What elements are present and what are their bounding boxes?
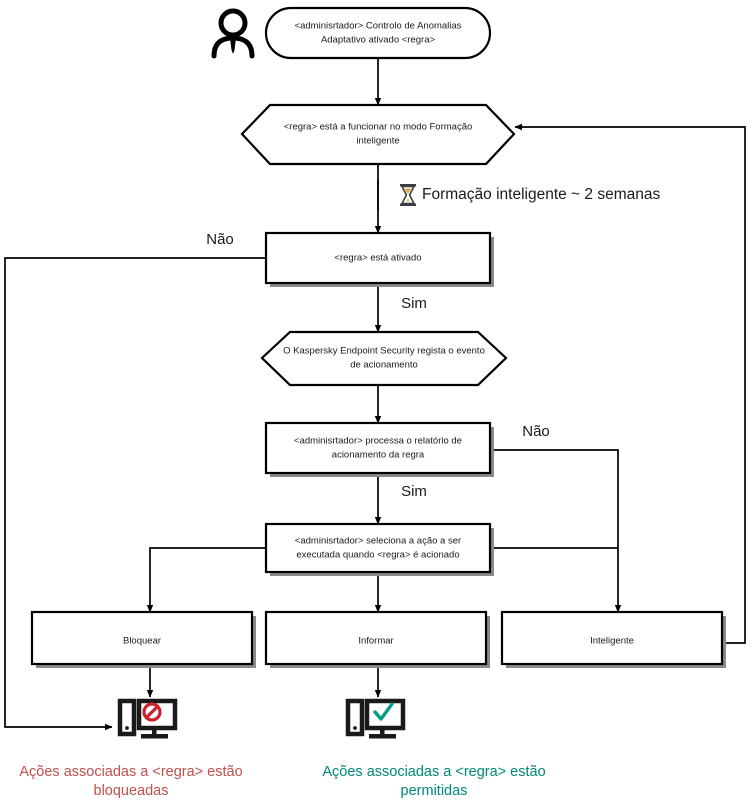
node-kes-line1: O Kaspersky Endpoint Security regista o …	[283, 346, 485, 357]
node-action-inform-label: Informar	[358, 636, 393, 647]
hourglass-icon	[400, 184, 416, 206]
node-start: <adminisrtador> Controlo de Anomalias Ad…	[264, 6, 492, 60]
edge-report-no-to-smart	[490, 449, 622, 613]
monitor-blocked-icon	[117, 698, 178, 739]
node-select-line2: executada quando <regra> é acionado	[296, 550, 459, 561]
edge-select-to-block	[146, 547, 266, 613]
node-training-line1: <regra> está a funcionar no modo Formaçã…	[284, 122, 473, 133]
node-select-line1: <adminisrtador> seleciona a ação a ser	[295, 536, 461, 547]
node-action-inform: Informar	[264, 610, 490, 668]
edge-smart-loop-back	[514, 123, 746, 644]
note-training-duration: Formação inteligente ~ 2 semanas	[377, 180, 660, 210]
monitor-allowed-icon	[345, 698, 406, 739]
node-admin-selects-action: <adminisrtador> seleciona a ação a ser e…	[264, 522, 494, 576]
edge-label-enabled-yes: Sim	[401, 295, 427, 312]
node-training-line2: inteligente	[356, 136, 399, 147]
connectors	[4, 58, 746, 731]
caption-allowed-line2: permitidas	[401, 783, 468, 799]
edge-label-enabled-no: Não	[206, 231, 234, 248]
node-kes-logs-event: O Kaspersky Endpoint Security regista o …	[260, 330, 508, 387]
node-smart-training-mode: <regra> está a funcionar no modo Formaçã…	[240, 103, 516, 166]
node-action-block-label: Bloquear	[123, 636, 161, 647]
node-report-line2: acionamento da regra	[332, 450, 425, 461]
node-action-block: Bloquear	[30, 610, 256, 668]
caption-blocked-line1: Ações associadas a <regra> estão	[19, 764, 242, 780]
caption-allowed-line1: Ações associadas a <regra> estão	[322, 764, 545, 780]
caption-allowed: Ações associadas a <regra> estão permiti…	[322, 764, 545, 799]
caption-blocked: Ações associadas a <regra> estão bloquea…	[19, 764, 242, 799]
person-icon	[211, 8, 255, 59]
node-action-smart: Inteligente	[500, 610, 726, 668]
edge-label-report-yes: Sim	[401, 483, 427, 500]
node-kes-line2: de acionamento	[350, 360, 418, 371]
node-rule-enabled: <regra> está ativado	[264, 231, 494, 287]
caption-blocked-line2: bloqueadas	[94, 783, 169, 799]
edge-label-report-no: Não	[522, 423, 550, 440]
node-rule-enabled-label: <regra> está ativado	[334, 253, 421, 264]
edge-enabled-no-to-blocked	[4, 257, 266, 731]
node-start-line2: Adaptativo ativado <regra>	[321, 35, 436, 46]
node-start-line1: <adminisrtador> Controlo de Anomalias	[295, 21, 462, 32]
node-action-smart-label: Inteligente	[590, 636, 634, 647]
node-report-line1: <adminisrtador> processa o relatório de	[294, 436, 462, 447]
note-training-duration-label: Formação inteligente ~ 2 semanas	[422, 186, 660, 203]
node-admin-processes-report: <adminisrtador> processa o relatório de …	[264, 421, 494, 477]
